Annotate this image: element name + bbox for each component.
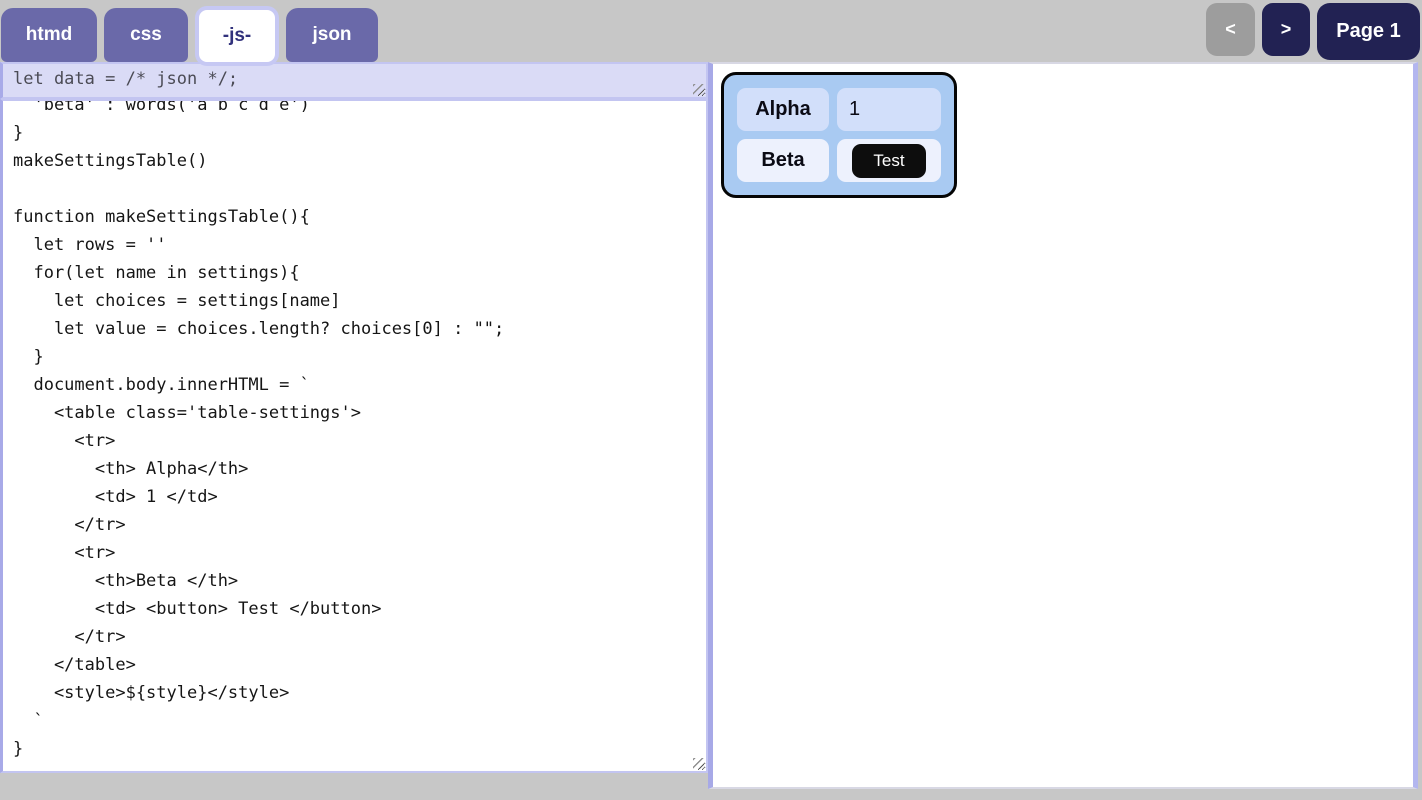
settings-value-beta: Test [837,139,941,182]
settings-header-beta: Beta [737,139,829,182]
data-declaration-editor[interactable]: let data = /* json */; [0,62,708,99]
js-code-editor[interactable]: 'beta' : words('a b c d e') } makeSettin… [0,99,708,773]
pager: < > Page 1 [1206,3,1420,60]
settings-table: Alpha 1 Beta Test [721,72,957,198]
test-button[interactable]: Test [852,143,926,178]
tab-json[interactable]: json [286,8,378,62]
preview-panel: Alpha 1 Beta Test [708,62,1418,789]
tab-bar: htmd css -js- json [0,0,721,66]
page-indicator-button[interactable]: Page 1 [1317,3,1420,60]
prev-page-button[interactable]: < [1206,3,1255,56]
settings-value-alpha: 1 [837,88,941,131]
tab-css[interactable]: css [104,8,188,62]
tab-htmd[interactable]: htmd [1,8,97,62]
tab-js[interactable]: -js- [195,6,279,66]
next-page-button[interactable]: > [1262,3,1310,56]
settings-header-alpha: Alpha [737,88,829,131]
